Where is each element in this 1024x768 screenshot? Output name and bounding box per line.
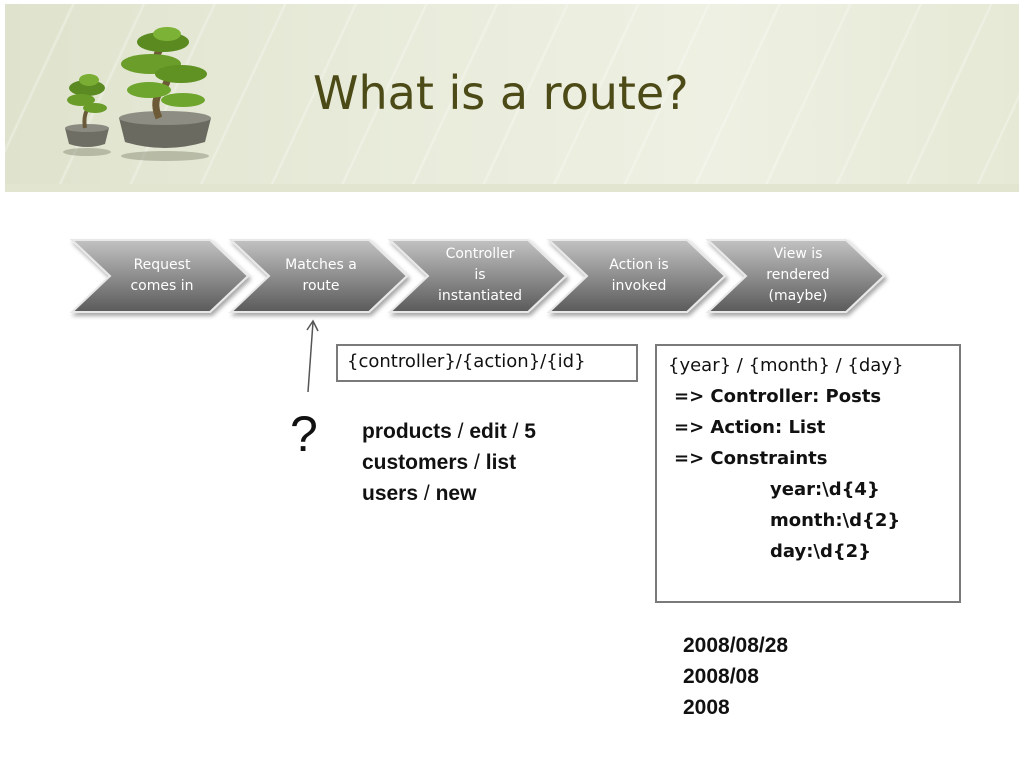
question-mark: ? bbox=[290, 406, 318, 462]
flow-step-3-label: Controller is instantiated bbox=[438, 246, 522, 304]
custom-route-pattern: {year} / {month} / {day} bbox=[668, 355, 904, 376]
flow-step-1-chevron bbox=[69, 239, 250, 313]
flow-step-4-chevron bbox=[546, 239, 727, 313]
custom-route-controller: => Controller: Posts bbox=[674, 386, 882, 407]
flow-step-1-label: Request comes in bbox=[130, 257, 194, 294]
flow-step-5-label: View is rendered (maybe) bbox=[766, 246, 830, 304]
route-pattern-box: {controller}/{action}/{id} bbox=[336, 344, 638, 382]
process-flow bbox=[69, 239, 886, 313]
flow-step-2-label: Matches a route bbox=[285, 257, 357, 294]
flow-step-4-label: Action is invoked bbox=[609, 257, 669, 294]
constraint-month: month:\d{2} bbox=[770, 510, 901, 531]
flow-step-2-chevron bbox=[228, 239, 409, 313]
example-url-1: products / edit / 5 bbox=[362, 420, 536, 443]
custom-route-action: => Action: List bbox=[674, 417, 826, 438]
date-example-3: 2008 bbox=[683, 696, 730, 719]
bonsai-logo-icon bbox=[63, 27, 211, 161]
slide-title: What is a route? bbox=[313, 66, 689, 120]
flow-step-3-chevron bbox=[387, 239, 568, 313]
date-example-1: 2008/08/28 bbox=[683, 634, 789, 657]
constraint-day: day:\d{2} bbox=[770, 541, 872, 562]
example-url-3: users / new bbox=[362, 482, 477, 505]
route-pattern-text: {controller}/{action}/{id} bbox=[347, 351, 586, 372]
custom-route-constraints-label: => Constraints bbox=[674, 448, 828, 469]
date-examples: 2008/08/28 2008/08 2008 bbox=[683, 630, 788, 723]
constraint-year: year:\d{4} bbox=[770, 479, 880, 500]
date-example-2: 2008/08 bbox=[683, 665, 759, 688]
custom-route-box: {year} / {month} / {day} => Controller: … bbox=[655, 344, 961, 603]
flow-step-5-chevron bbox=[705, 239, 886, 313]
arrow-up-icon bbox=[306, 319, 319, 393]
example-url-2: customers / list bbox=[362, 451, 517, 474]
slide-header: What is a route? bbox=[5, 4, 1019, 192]
example-urls: products / edit / 5 customers / list use… bbox=[362, 416, 536, 509]
